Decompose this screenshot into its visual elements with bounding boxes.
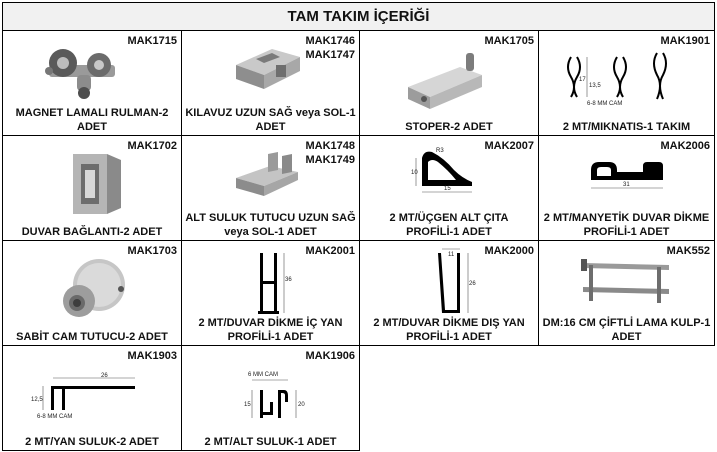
item-code: MAK552 (666, 245, 710, 257)
dimension-text: R3 (436, 148, 444, 154)
item-cell-mak552: MAK552 DM:16 CM ÇİFTLİ LAMA KULP-1 ADET (538, 240, 715, 346)
item-code-alt: MAK1749 (305, 154, 355, 166)
dimension-text: 20 (298, 402, 305, 408)
wall-bracket-icon (67, 150, 127, 218)
item-cell-mak1903: MAK1903 26 12,5 6-8 MM CAM 2 MT/YAN SULU… (2, 345, 182, 451)
item-label: 2 MT/YAN SULUK-2 ADET (25, 436, 159, 448)
dimension-text: 15 (244, 402, 251, 408)
item-label: ALT SULUK TUTUCU UZUN SAĞ veya SOL-1 ADE… (185, 212, 356, 238)
item-cell-mak1906: MAK1906 6 MM CAM 15 20 2 MT/ALT SULUK-1 … (181, 345, 360, 451)
side-seal-icon: 26 12,5 6-8 MM CAM (31, 370, 141, 420)
item-code: MAK2007 (484, 140, 534, 152)
item-label: 2 MT/DUVAR DİKME İÇ YAN PROFİLİ-1 ADET (198, 317, 343, 343)
item-cell-mak2006: MAK2006 31 2 MT/MANYETİK DUVAR DİKME PRO… (538, 135, 715, 241)
dimension-text: 6-8 MM CAM (587, 101, 622, 107)
dimension-text: 11 (448, 252, 455, 258)
table-title: TAM TAKIM İÇERİĞİ (2, 2, 715, 31)
item-code: MAK1703 (127, 245, 177, 257)
magnetic-wall-profile-icon: 31 (583, 158, 673, 198)
item-cell-mak1705: MAK1705 STOPER-2 ADET (359, 30, 539, 136)
item-code: MAK2006 (660, 140, 710, 152)
item-label: MAGNET LAMALI RULMAN-2 ADET (15, 107, 169, 133)
dimension-text: 12,5 (31, 397, 43, 403)
dimension-text: 36 (285, 277, 292, 283)
dimension-text: 6 MM CAM (248, 372, 278, 378)
dimension-text: 13,5 (589, 83, 601, 89)
magnet-profile-icon: 17 13,5 6-8 MM CAM (557, 47, 687, 107)
item-label: DUVAR BAĞLANTI-2 ADET (21, 226, 163, 238)
dimension-text: 31 (623, 182, 630, 188)
bottom-seal-icon: 6 MM CAM 15 20 (242, 368, 312, 424)
item-code: MAK1746 (305, 35, 355, 47)
item-cell-mak1901: MAK1901 17 13,5 6-8 MM CAM 2 MT/MIKNATIS… (538, 30, 715, 136)
item-cell-mak2001: MAK2001 36 2 MT/DUVAR DİKME İÇ YAN PROFİ… (181, 240, 360, 346)
item-code: MAK1748 (305, 140, 355, 152)
dimension-text: 6-8 MM CAM (37, 414, 72, 420)
double-bar-handle-icon (577, 257, 677, 305)
triangle-profile-icon: 10 15 R3 (410, 144, 490, 196)
item-label: 2 MT/MANYETİK DUVAR DİKME PROFİLİ-1 ADET (543, 212, 710, 238)
item-cell-mak1702: MAK1702 DUVAR BAĞLANTI-2 ADET (2, 135, 182, 241)
item-cell-mak1748: MAK1748 MAK1749 ALT SULUK TUTUCU UZUN SA… (181, 135, 360, 241)
dimension-text: 17 (579, 77, 586, 83)
item-cell-mak2000: MAK2000 11 26 2 MT/DUVAR DİKME DIŞ YAN P… (359, 240, 539, 346)
item-label: 2 MT/DUVAR DİKME DIŞ YAN PROFİLİ-1 ADET (373, 317, 525, 343)
item-code: MAK1901 (660, 35, 710, 47)
item-code: MAK1715 (127, 35, 177, 47)
item-cell-mak1746: MAK1746 MAK1747 KILAVUZ UZUN SAĞ veya SO… (181, 30, 360, 136)
item-label: SABİT CAM TUTUCU-2 ADET (16, 331, 168, 343)
dimension-text: 15 (444, 186, 451, 192)
wall-post-inner-profile-icon: 36 (254, 249, 294, 319)
item-code: MAK1906 (305, 350, 355, 362)
item-code: MAK1903 (127, 350, 177, 362)
item-code: MAK1702 (127, 140, 177, 152)
item-label: DM:16 CM ÇİFTLİ LAMA KULP-1 ADET (542, 317, 711, 343)
bottom-seal-holder-icon (232, 150, 302, 198)
long-guide-icon (232, 43, 304, 93)
fixed-glass-holder-icon (53, 255, 133, 325)
wall-post-outer-profile-icon: 11 26 (428, 247, 478, 319)
item-cell-mak1703: MAK1703 SABİT CAM TUTUCU-2 ADET (2, 240, 182, 346)
dimension-text: 10 (411, 170, 418, 176)
item-label: KILAVUZ UZUN SAĞ veya SOL-1 ADET (185, 107, 356, 133)
item-label: 2 MT/ALT SULUK-1 ADET (204, 436, 337, 448)
item-code: MAK2000 (484, 245, 534, 257)
item-code-alt: MAK1747 (305, 49, 355, 61)
item-label: 2 MT/ÜÇGEN ALT ÇITA PROFİLİ-1 ADET (389, 212, 509, 238)
stopper-icon (404, 51, 484, 111)
item-code: MAK1705 (484, 35, 534, 47)
item-code: MAK2001 (305, 245, 355, 257)
dimension-text: 26 (469, 281, 476, 287)
item-cell-mak1715: MAK1715 MAGNET LAMALI RULMAN-2 ADET (2, 30, 182, 136)
item-label: 2 MT/MIKNATIS-1 TAKIM (562, 121, 691, 133)
item-label: STOPER-2 ADET (405, 121, 493, 133)
item-cell-mak2007: MAK2007 10 15 R3 2 MT/ÜÇGEN ALT ÇITA PRO… (359, 135, 539, 241)
dimension-text: 26 (101, 373, 108, 379)
magnet-roller-bearing-icon (41, 41, 121, 101)
